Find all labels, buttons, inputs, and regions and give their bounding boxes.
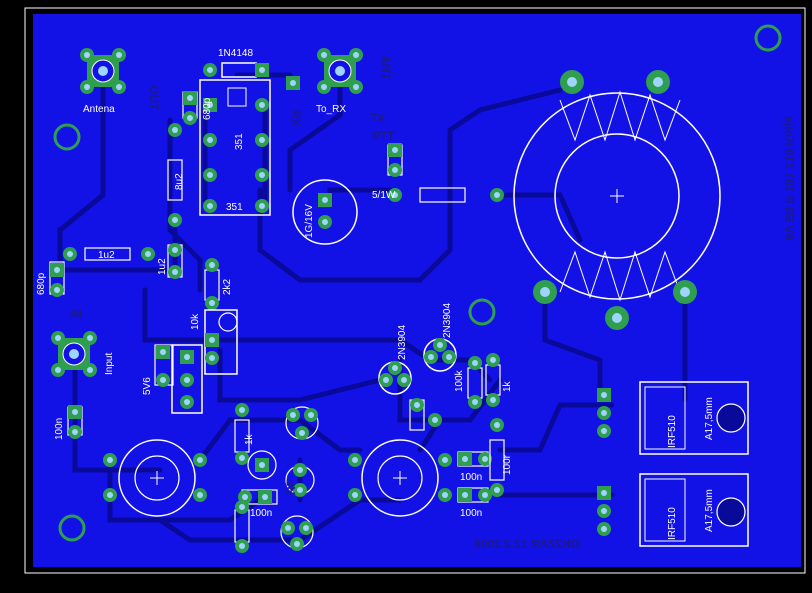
resistor-100r-label: 100r: [502, 454, 513, 475]
transistor-upper: [285, 406, 319, 440]
transistor-2n3904-b: 2N3904: [423, 303, 457, 372]
resistor-5-1w: 5/1W: [372, 187, 504, 203]
resistor-1k-label: 1k: [502, 380, 513, 392]
heatsink-b-label: A17,5mm: [704, 489, 715, 532]
inductor-1u2-a-label: 1u2: [98, 250, 115, 261]
ptt-label: PTT: [372, 129, 395, 143]
cap-100n-b: [247, 450, 277, 480]
transistor-lower: [280, 515, 314, 551]
to-rx-connector: To_RX: [316, 48, 363, 115]
cap-1g16v: 1G/16V: [292, 179, 358, 245]
cap-680p-b-label: 680p: [36, 272, 47, 295]
in-label: IN: [70, 307, 82, 321]
cap-100n-a-label: 100n: [54, 418, 65, 440]
resistor-2k2: 2k2: [204, 258, 233, 310]
cap-100n-a: 100n: [54, 405, 83, 440]
cap-680p-b: 680p: [36, 261, 65, 297]
copper-text: OK2ZAR 12.2.2008 6V 5B P 181 210 Kolja O…: [70, 55, 796, 551]
cap-100n-c: 100n: [238, 489, 278, 519]
resistor-2k2-label: 2k2: [222, 278, 233, 295]
rf-label: RF: [284, 479, 298, 495]
toroid-left: [103, 439, 207, 517]
inductor-1u2-b: 1u2: [157, 243, 183, 279]
resistor-5-1w-label: 5/1W: [372, 190, 396, 201]
cap-100n-d: 100n: [457, 451, 492, 483]
resistor-1k-small: 1k: [234, 403, 255, 465]
ic-351: 351 351: [199, 79, 271, 216]
to-rx-label: To_RX: [316, 104, 346, 115]
ant-label: ANT: [379, 55, 393, 80]
inductor-8u2: 8u2: [167, 123, 185, 227]
board-outline: [24, 7, 806, 574]
inductor-1u2-b-label: 1u2: [157, 258, 168, 275]
cap-680p-a-label: 680p: [202, 97, 213, 120]
copper-pour: [33, 14, 801, 567]
designer-label: OK2ZAR 12.2.2008: [474, 537, 580, 551]
cap-100n-e-label: 100n: [460, 508, 482, 519]
trimmer-10k-label: 10k: [190, 313, 201, 330]
toroid-center: [348, 439, 452, 517]
transistor-2n3904-a-label: 2N3904: [397, 325, 408, 360]
diode-label: 1N4148: [218, 48, 253, 59]
resistor-1k: 1k: [485, 353, 513, 407]
cap-100n-d-label: 100n: [460, 472, 482, 483]
cap-680p-a: 680p: [182, 91, 213, 125]
inductor-8u2-label: 8u2: [174, 173, 185, 190]
resistor-100k-label: 100k: [454, 369, 465, 392]
mosfet-irf510-a: IRF510 A17,5mm: [597, 381, 749, 455]
tx-label: TX: [370, 111, 385, 125]
mosfet-b-label: IRF510: [667, 507, 678, 540]
board-title: 6V 5B P 181 210 Kolja: [782, 116, 796, 240]
input-connector: Input: [51, 331, 115, 377]
resistor-100r: 100r: [489, 418, 513, 497]
mosfet-irf510-b: IRF510 A17,5mm: [597, 473, 749, 547]
ic-351-label: 351: [234, 133, 245, 150]
input-label: Input: [104, 353, 115, 375]
transistor-middle: [285, 463, 315, 497]
resistor-bottom-left: [234, 500, 250, 553]
transistor-2n3904-b-label: 2N3904: [442, 303, 453, 338]
resistor-100k: 100k: [454, 356, 483, 409]
inductor-1u2-a: 1u2: [63, 247, 155, 261]
out-label: OUT: [147, 85, 161, 111]
cap-mid-small: [409, 398, 442, 431]
cap-small-top: [387, 143, 403, 177]
zener-5v6: 5V6: [142, 344, 174, 395]
toroid-output: [513, 70, 721, 330]
regulator-block: [171, 344, 203, 414]
transistor-2n3904-a: 2N3904: [378, 325, 412, 395]
resistor-1k-small-label: 1k: [244, 433, 255, 445]
zener-5v6-label: 5V6: [142, 377, 153, 395]
jumper-pad: [286, 76, 300, 90]
antenna-label: Antena: [83, 104, 115, 115]
diode-1n4148: 1N4148: [203, 48, 269, 78]
ic-351-value: 351: [226, 202, 243, 213]
antenna-connector: Antena: [80, 48, 126, 115]
rx-label: RX: [289, 110, 303, 127]
cap-100n-c-label: 100n: [250, 508, 272, 519]
cap-100n-e: 100n: [457, 487, 492, 519]
trimmer-10k: 10k: [190, 309, 238, 375]
heatsink-a-label: A17,5mm: [704, 397, 715, 440]
cap-1g16v-label: 1G/16V: [304, 204, 315, 238]
mosfet-a-label: IRF510: [667, 415, 678, 448]
